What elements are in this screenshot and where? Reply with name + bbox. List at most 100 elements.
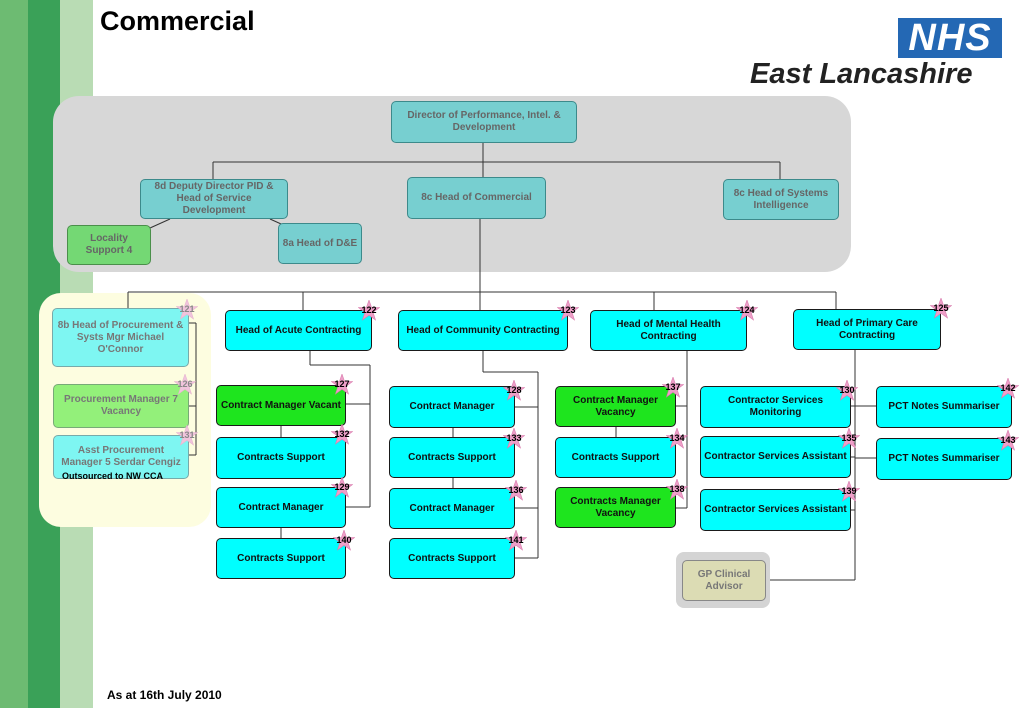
pct-notes-summariser-label: PCT Notes Summariser	[888, 401, 1000, 412]
locality-support-label: Locality Support 4	[85, 233, 133, 256]
acute-contracts-support-2-label: Contracts Support	[237, 552, 325, 564]
star-icon	[333, 530, 355, 551]
star-number: 125	[933, 303, 949, 313]
acute-contracts-support-box: Contracts Support	[216, 437, 346, 479]
star-number: 135	[841, 433, 857, 443]
star-icon	[505, 480, 527, 501]
star-number: 136	[508, 485, 524, 495]
head-commercial-box: 8c Head of Commercial	[407, 177, 546, 219]
mental-contracts-manager-box: Contracts Manager Vacancy	[555, 487, 676, 528]
pct-notes-summariser-2-label: PCT Notes Summariser	[888, 453, 1000, 464]
position-number-star-135: 135	[838, 428, 860, 450]
star-icon	[838, 481, 860, 502]
star-number: 121	[179, 304, 195, 314]
community-contract-manager-2-label: Contract Manager	[409, 502, 495, 514]
head-commercial-label: 8c Head of Commercial	[421, 192, 532, 203]
position-number-star-129: 129	[331, 477, 353, 499]
star-number: 132	[334, 429, 350, 439]
star-number: 143	[1000, 435, 1016, 445]
star-icon	[176, 425, 198, 446]
head-mental-box: Head of Mental Health Contracting	[590, 310, 747, 351]
acute-contract-manager-box: Contract Manager Vacant	[216, 385, 346, 426]
star-number: 129	[334, 482, 350, 492]
organisation-name: East Lancashire	[750, 58, 973, 90]
star-icon	[662, 377, 684, 398]
position-number-star-138: 138	[666, 479, 688, 501]
acute-contract-manager-label: Contract Manager Vacant	[220, 399, 342, 411]
asst-procurement-box: Asst Procurement Manager 5 Serdar Cengiz	[53, 435, 189, 479]
position-number-star-126: 126	[174, 374, 196, 396]
position-number-star-132: 132	[331, 424, 353, 446]
contractor-services-monitoring-box: Contractor Services Monitoring	[700, 386, 851, 428]
star-icon	[736, 300, 758, 321]
position-number-star-128: 128	[503, 380, 525, 402]
outsourced-note: Outsourced to NW CCA	[62, 471, 163, 481]
position-number-star-142: 142	[997, 378, 1019, 400]
star-icon	[930, 298, 952, 319]
gp-clinical-advisor-box: GP Clinical Advisor	[682, 560, 766, 601]
star-icon	[176, 299, 198, 320]
head-acute-label: Head of Acute Contracting	[235, 324, 362, 336]
position-number-star-122: 122	[358, 300, 380, 322]
contractor-services-monitoring-label: Contractor Services Monitoring	[727, 395, 824, 418]
community-contract-manager-2-box: Contract Manager	[389, 488, 515, 529]
contractor-services-assistant-box: Contractor Services Assistant	[700, 436, 851, 478]
star-number: 122	[361, 305, 377, 315]
director-label: Director of Performance, Intel. & Develo…	[407, 110, 561, 133]
deputy-director-label: 8d Deputy Director PID & Head of Service…	[154, 181, 274, 216]
position-number-star-136: 136	[505, 480, 527, 502]
as-at-date: As at 16th July 2010	[107, 688, 222, 702]
star-icon	[331, 477, 353, 498]
mental-contract-manager-label: Contract Manager Vacancy	[572, 394, 658, 418]
position-number-star-124: 124	[736, 300, 758, 322]
star-icon	[997, 378, 1019, 399]
nhs-logo: NHS	[898, 18, 1002, 58]
star-number: 123	[560, 305, 576, 315]
mental-contracts-support-box: Contracts Support	[555, 437, 676, 478]
procurement-manager-label: Procurement Manager 7 Vacancy	[64, 394, 178, 417]
acute-contracts-support-label: Contracts Support	[237, 452, 325, 463]
star-number: 127	[334, 379, 350, 389]
head-primary-label: Head of Primary Care Contracting	[816, 317, 918, 341]
mental-contract-manager-box: Contract Manager Vacancy	[555, 386, 676, 427]
head-systems-box: 8c Head of Systems Intelligence	[723, 179, 839, 220]
mental-contracts-support-label: Contracts Support	[571, 451, 660, 463]
head-de-label: 8a Head of D&E	[282, 237, 358, 249]
acute-contract-manager-2-box: Contract Manager	[216, 487, 346, 528]
head-acute-box: Head of Acute Contracting	[225, 310, 372, 351]
star-icon	[838, 428, 860, 449]
star-icon	[836, 380, 858, 401]
star-icon	[331, 374, 353, 395]
pct-notes-summariser-2-box: PCT Notes Summariser	[876, 438, 1012, 480]
head-primary-box: Head of Primary Care Contracting	[793, 309, 941, 350]
star-icon	[358, 300, 380, 321]
star-number: 126	[177, 379, 193, 389]
head-systems-label: 8c Head of Systems Intelligence	[733, 187, 829, 211]
star-number: 134	[669, 433, 685, 443]
community-contract-manager-label: Contract Manager	[409, 401, 495, 412]
head-procurement-label: 8b Head of Procurement & Systs Mgr Micha…	[57, 319, 184, 355]
star-number: 138	[669, 484, 685, 494]
star-number: 139	[841, 486, 857, 496]
head-community-box: Head of Community Contracting	[398, 310, 568, 351]
director-box: Director of Performance, Intel. & Develo…	[391, 101, 577, 143]
community-contracts-support-label: Contracts Support	[408, 451, 496, 463]
gp-clinical-advisor-label: GP Clinical Advisor	[697, 568, 751, 592]
page-title: Commercial	[100, 6, 255, 36]
star-icon	[503, 428, 525, 449]
position-number-star-137: 137	[662, 377, 684, 399]
position-number-star-133: 133	[503, 428, 525, 450]
mental-contracts-manager-label: Contracts Manager Vacancy	[570, 495, 661, 519]
position-number-star-139: 139	[838, 481, 860, 503]
community-contracts-support-2-box: Contracts Support	[389, 538, 515, 579]
star-number: 124	[739, 305, 755, 315]
star-icon	[503, 380, 525, 401]
position-number-star-130: 130	[836, 380, 858, 402]
position-number-star-140: 140	[333, 530, 355, 552]
position-number-star-134: 134	[666, 428, 688, 450]
green-strip-left	[0, 0, 28, 708]
pct-notes-summariser-box: PCT Notes Summariser	[876, 386, 1012, 428]
star-icon	[174, 374, 196, 395]
acute-contract-manager-2-label: Contract Manager	[238, 501, 324, 513]
star-number: 137	[665, 382, 681, 392]
